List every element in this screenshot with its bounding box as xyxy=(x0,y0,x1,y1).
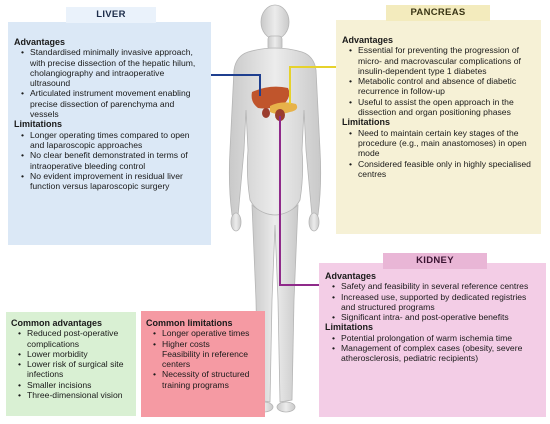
common-limitations-panel: Common limitations Longer operative time… xyxy=(141,311,265,417)
list-item: Increased use, supported by dedicated re… xyxy=(332,292,540,313)
liver-advantages-list: Standardised minimally invasive approach… xyxy=(14,47,205,119)
pancreas-advantages-heading: Advantages xyxy=(342,35,394,45)
list-item: Feasibility in reference centers xyxy=(162,348,248,370)
pancreas-advantages-list: Essential for preventing the progression… xyxy=(342,45,535,117)
kidney-advantages-heading: Advantages xyxy=(325,271,377,281)
pancreas-panel: Advantages Essential for preventing the … xyxy=(336,20,541,234)
list-item: Management of complex cases (obesity, se… xyxy=(332,343,540,364)
liver-advantages-heading: Advantages xyxy=(14,37,66,47)
kidney-title: KIDNEY xyxy=(383,253,487,269)
list-item: Three-dimensional vision xyxy=(18,390,131,401)
pancreas-limitations-list: Need to maintain certain key stages of t… xyxy=(342,128,535,179)
list-item: Smaller incisions xyxy=(18,380,131,391)
list-item: Need to maintain certain key stages of t… xyxy=(349,128,535,159)
list-item: Longer operating times compared to open … xyxy=(21,130,205,151)
pancreas-title: PANCREAS xyxy=(386,5,490,21)
list-item: Significant intra- and post-operative be… xyxy=(332,312,540,323)
liver-limitations-heading: Limitations xyxy=(14,119,63,130)
kidney-limitations-heading: Limitations xyxy=(325,322,374,333)
list-item: Safety and feasibility in several refere… xyxy=(332,281,540,292)
list-item: Higher costs xyxy=(153,339,260,350)
common-limitations-title: Common limitations xyxy=(146,318,233,328)
list-item: No evident improvement in residual liver… xyxy=(21,171,205,192)
list-item: Reduced post-operative complications xyxy=(18,328,131,349)
list-item: No clear benefit demonstrated in terms o… xyxy=(21,150,205,171)
liver-title: LIVER xyxy=(66,7,156,23)
list-item: Lower morbidity xyxy=(18,349,131,360)
list-item: Standardised minimally invasive approach… xyxy=(21,47,205,88)
list-item: Lower risk of surgical site infections xyxy=(18,359,131,380)
kidney-limitations-list: Potential prolongation of warm ischemia … xyxy=(325,333,540,364)
list-item: Longer operative times xyxy=(153,328,260,339)
kidney-icon xyxy=(275,109,285,121)
kidney-panel: Advantages Safety and feasibility in sev… xyxy=(319,263,546,417)
common-advantages-list: Reduced post-operative complications Low… xyxy=(11,328,131,400)
common-advantages-panel: Common advantages Reduced post-operative… xyxy=(6,312,136,416)
pancreas-limitations-heading: Limitations xyxy=(342,117,391,128)
list-item: Useful to assist the open approach in th… xyxy=(349,97,535,118)
liver-limitations-list: Longer operating times compared to open … xyxy=(14,130,205,192)
list-item: Necessity of structured training program… xyxy=(153,369,260,390)
common-limitations-list: Longer operative times Higher costs Feas… xyxy=(146,328,260,390)
common-advantages-title: Common advantages xyxy=(11,318,103,328)
list-item: Potential prolongation of warm ischemia … xyxy=(332,333,540,344)
organs xyxy=(251,86,298,121)
kidney-advantages-list: Safety and feasibility in several refere… xyxy=(325,281,540,322)
list-item: Metabolic control and absence of diabeti… xyxy=(349,76,535,97)
liver-panel: Advantages Standardised minimally invasi… xyxy=(8,22,211,245)
list-item: Articulated instrument movement enabling… xyxy=(21,88,205,119)
list-item: Essential for preventing the progression… xyxy=(349,45,535,76)
list-item: Considered feasible only in highly speci… xyxy=(349,159,535,180)
